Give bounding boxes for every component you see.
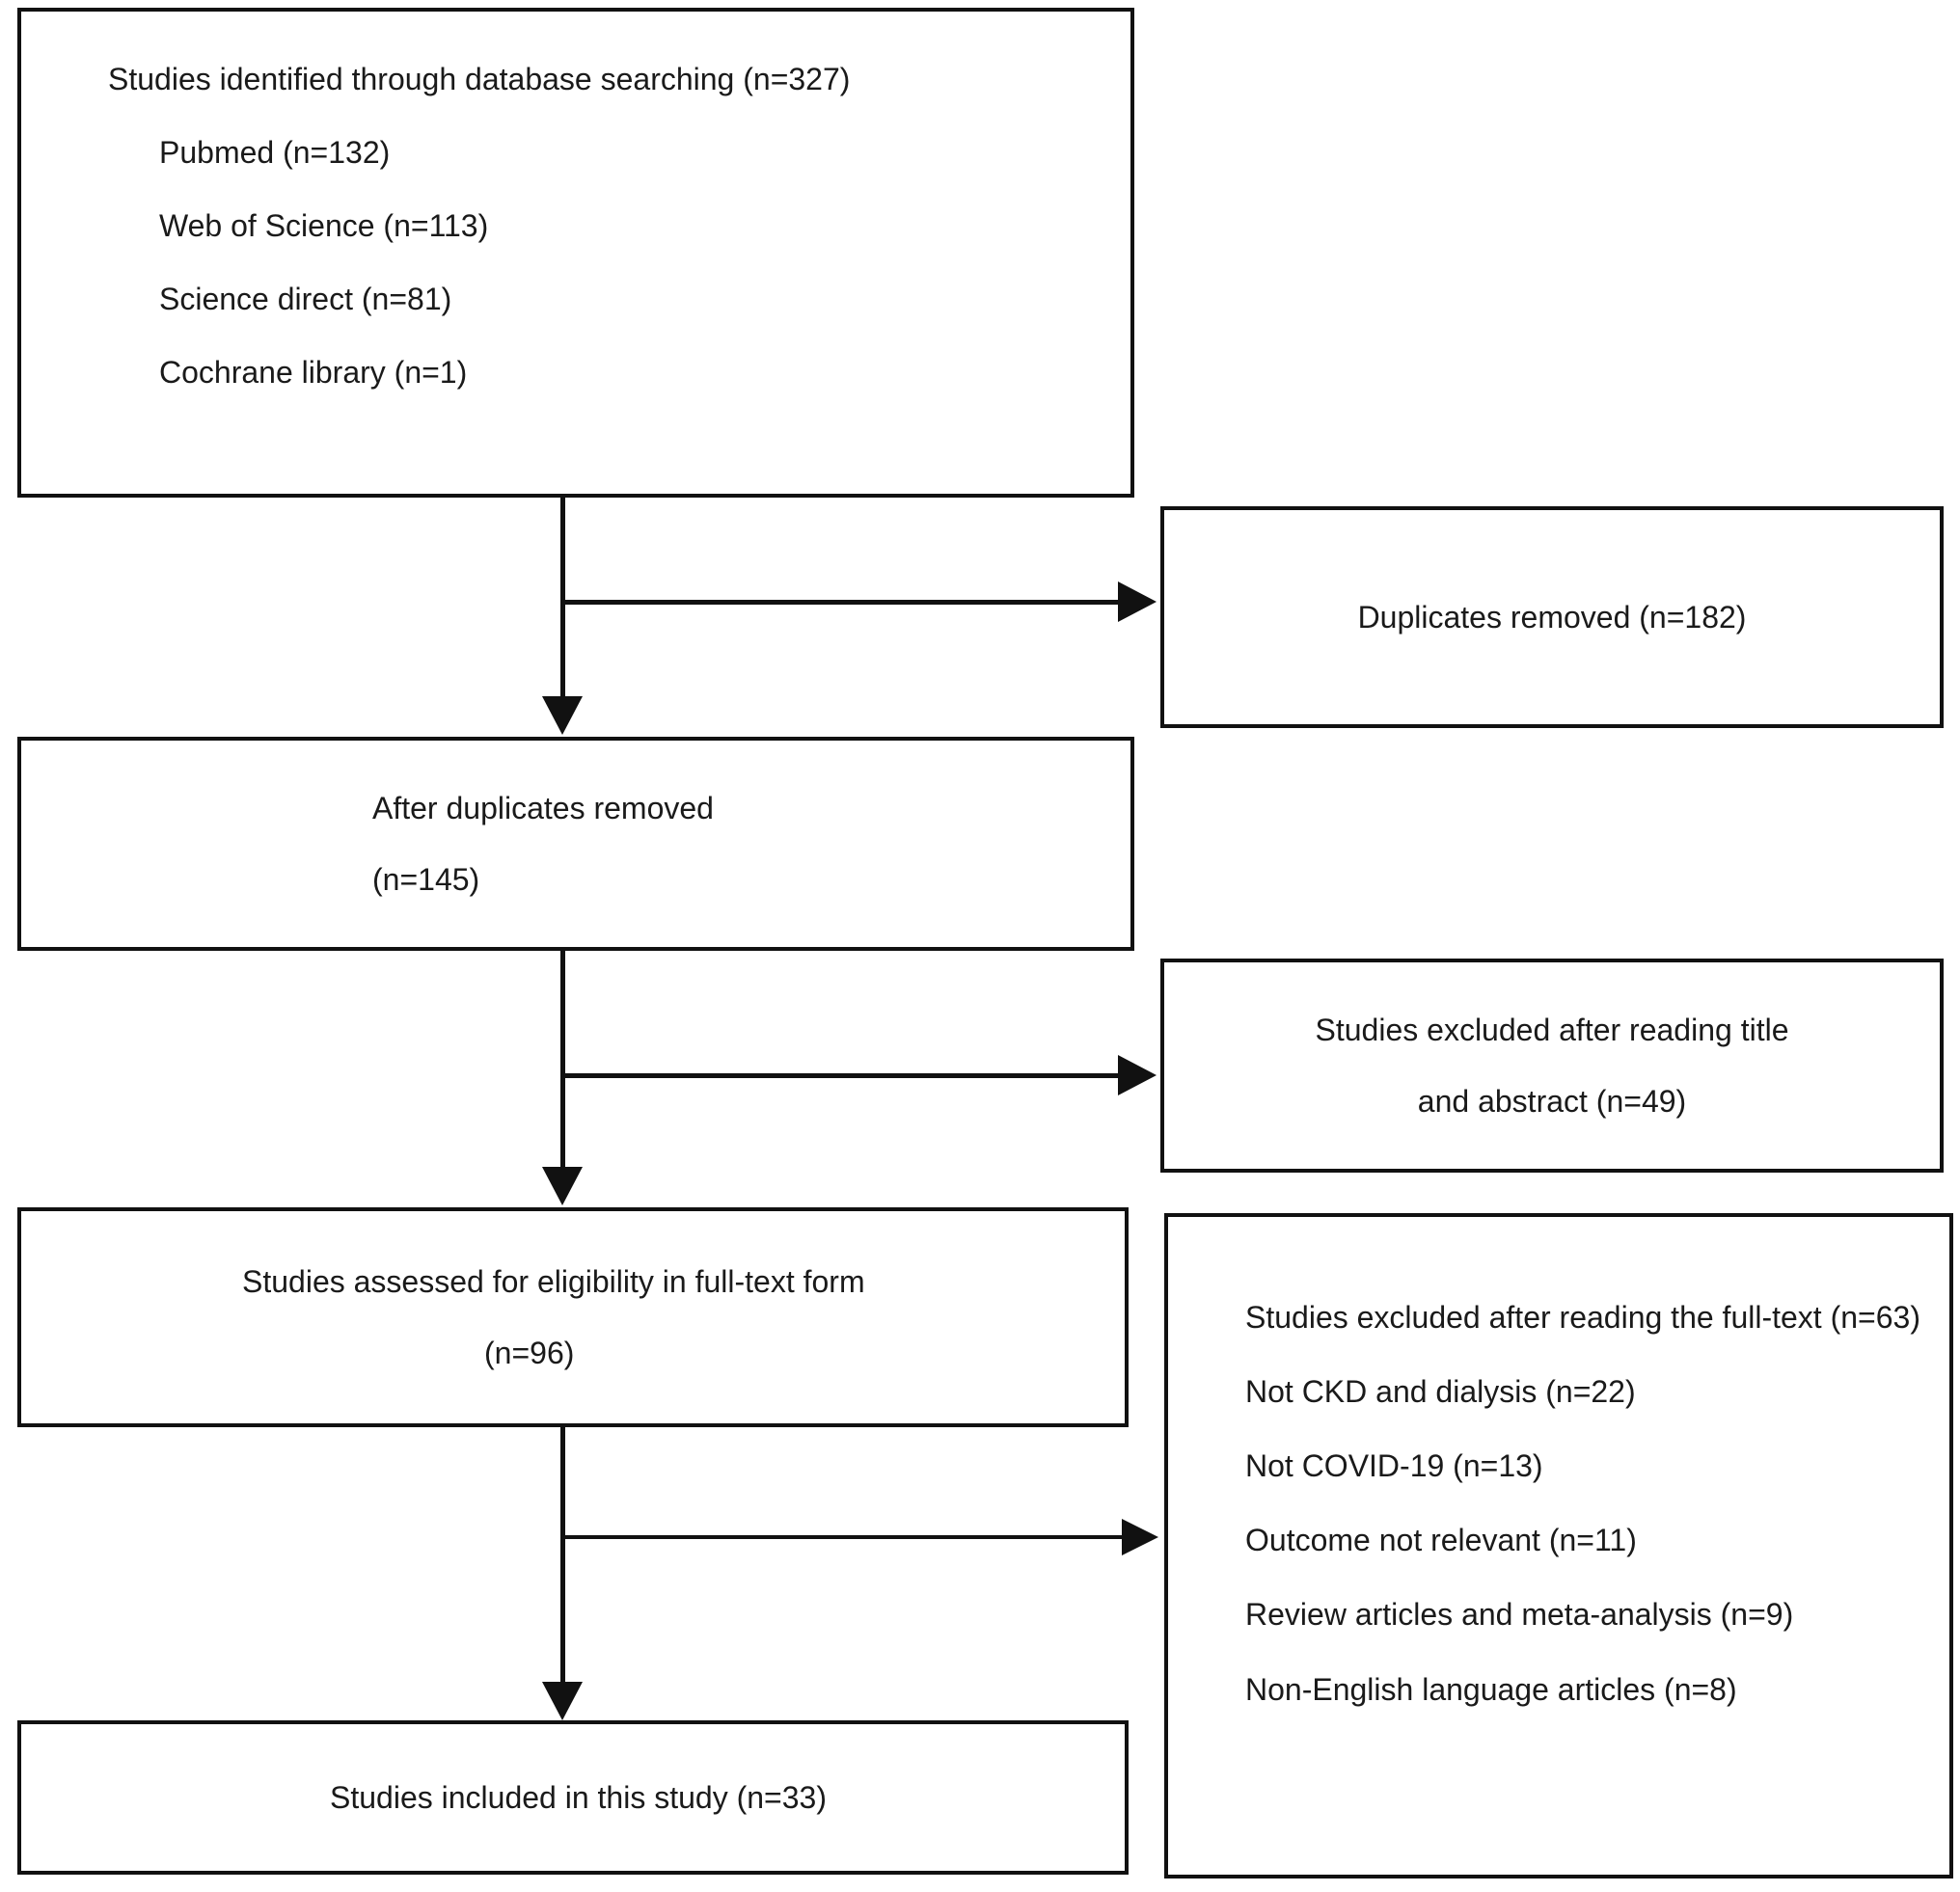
box-excluded-title-abstract: Studies excluded after reading title and…	[1160, 959, 1944, 1173]
box-studies-identified: Studies identified through database sear…	[17, 8, 1134, 498]
excluded-fulltext-reason-review-meta-analysis: Review articles and meta-analysis (n=9)	[1245, 1597, 1794, 1633]
after-duplicates-line-1: After duplicates removed	[372, 791, 714, 825]
box-excluded-fulltext: Studies excluded after reading the full-…	[1164, 1213, 1953, 1878]
box-duplicates-removed: Duplicates removed (n=182)	[1160, 506, 1944, 728]
connector-line-to-excluded-title-abstract	[560, 1073, 1118, 1078]
arrowhead-right-to-excluded-fulltext	[1122, 1519, 1158, 1555]
duplicates-removed-label: Duplicates removed (n=182)	[1357, 600, 1747, 635]
arrowhead-right-to-duplicates-removed	[1118, 581, 1157, 622]
arrowhead-down-to-eligibility	[542, 1167, 583, 1205]
excluded-fulltext-reason-outcome-not-relevant: Outcome not relevant (n=11)	[1245, 1523, 1637, 1558]
connector-line-eligibility-to-included	[560, 1427, 565, 1686]
connector-line-identification-to-after-duplicates	[560, 498, 565, 719]
excluded-fulltext-reason-non-english: Non-English language articles (n=8)	[1245, 1671, 1737, 1707]
identification-source-science-direct: Science direct (n=81)	[159, 282, 452, 316]
box-after-duplicates-removed: After duplicates removed (n=145)	[17, 737, 1134, 951]
excluded-title-line-2: and abstract (n=49)	[1417, 1084, 1687, 1119]
connector-line-to-duplicates-removed	[560, 600, 1118, 605]
excluded-fulltext-reason-not-covid: Not COVID-19 (n=13)	[1245, 1448, 1543, 1484]
connector-line-after-duplicates-to-eligibility	[560, 951, 565, 1171]
excluded-title-line-1: Studies excluded after reading title	[1315, 1013, 1789, 1047]
arrowhead-down-to-included	[542, 1682, 583, 1720]
included-label: Studies included in this study (n=33)	[330, 1780, 827, 1815]
excluded-fulltext-heading: Studies excluded after reading the full-…	[1245, 1300, 1920, 1335]
identification-source-web-of-science: Web of Science (n=113)	[159, 208, 489, 243]
after-duplicates-line-2: (n=145)	[372, 862, 480, 897]
identification-source-pubmed: Pubmed (n=132)	[159, 135, 391, 170]
box-assessed-for-eligibility: Studies assessed for eligibility in full…	[17, 1207, 1129, 1427]
arrowhead-right-to-excluded-title-abstract	[1118, 1055, 1157, 1095]
eligibility-line-1: Studies assessed for eligibility in full…	[242, 1264, 865, 1299]
excluded-fulltext-reason-not-ckd: Not CKD and dialysis (n=22)	[1245, 1374, 1636, 1410]
connector-line-to-excluded-fulltext	[560, 1535, 1122, 1539]
identification-heading: Studies identified through database sear…	[108, 62, 851, 96]
arrowhead-down-to-after-duplicates	[542, 696, 583, 735]
eligibility-line-2: (n=96)	[484, 1336, 575, 1370]
identification-source-cochrane-library: Cochrane library (n=1)	[159, 355, 468, 390]
box-studies-included: Studies included in this study (n=33)	[17, 1720, 1129, 1875]
